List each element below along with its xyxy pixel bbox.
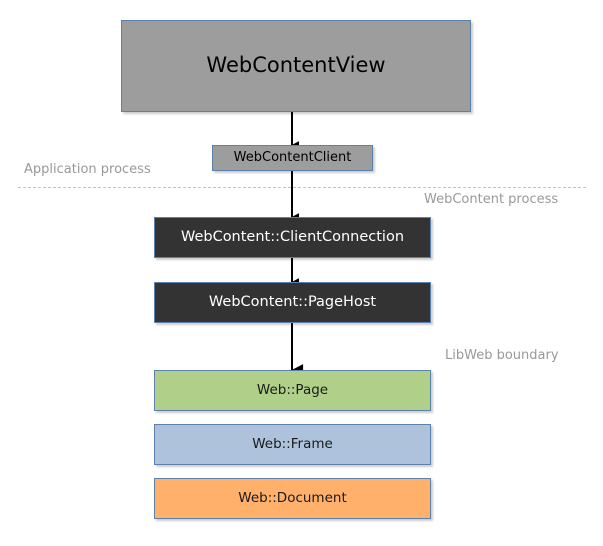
zone-label-webcontent-process: WebContent process <box>424 192 559 207</box>
node-webcontentclient-label: WebContentClient <box>233 150 352 166</box>
process-divider <box>18 187 586 188</box>
zone-label-application-process: Application process <box>24 162 151 177</box>
node-webcontentview-label: WebContentView <box>206 53 386 78</box>
node-web-document[interactable]: Web::Document <box>154 478 431 519</box>
node-web-document-label: Web::Document <box>238 490 347 507</box>
node-web-frame[interactable]: Web::Frame <box>154 424 431 465</box>
node-web-frame-label: Web::Frame <box>252 436 333 453</box>
node-clientconnection[interactable]: WebContent::ClientConnection <box>154 217 431 258</box>
node-webcontentview[interactable]: WebContentView <box>121 20 471 112</box>
node-webcontentclient[interactable]: WebContentClient <box>212 145 373 171</box>
node-pagehost[interactable]: WebContent::PageHost <box>154 282 431 323</box>
node-clientconnection-label: WebContent::ClientConnection <box>180 228 405 245</box>
node-pagehost-label: WebContent::PageHost <box>208 293 377 310</box>
node-web-page-label: Web::Page <box>256 382 329 399</box>
node-web-page[interactable]: Web::Page <box>154 370 431 411</box>
zone-label-libweb-boundary: LibWeb boundary <box>445 348 559 363</box>
